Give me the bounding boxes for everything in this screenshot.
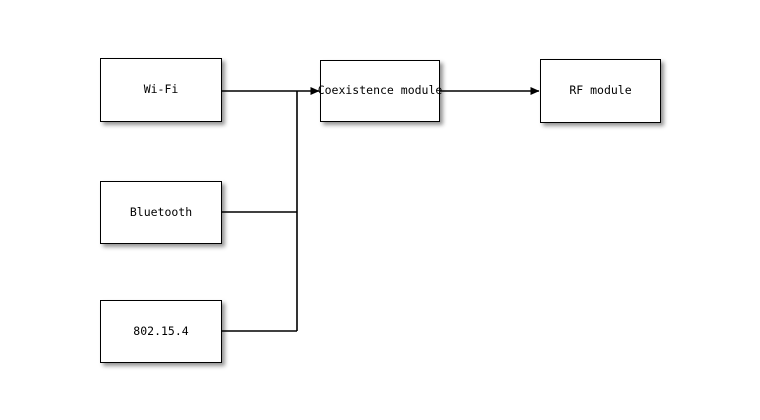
node-bluetooth[interactable]: Bluetooth	[100, 181, 222, 244]
node-coexistence-module-label: Coexistence module	[317, 83, 443, 98]
node-802-15-4-label: 802.15.4	[133, 323, 189, 338]
node-bluetooth-label: Bluetooth	[129, 204, 193, 219]
node-wifi[interactable]: Wi-Fi	[100, 58, 222, 122]
node-wifi-label: Wi-Fi	[143, 82, 179, 97]
node-rf-module-label: RF module	[569, 83, 632, 98]
node-coexistence-module[interactable]: Coexistence module	[317, 60, 443, 122]
node-rf-module[interactable]: RF module	[540, 59, 661, 123]
node-802-15-4[interactable]: 802.15.4	[100, 300, 222, 363]
